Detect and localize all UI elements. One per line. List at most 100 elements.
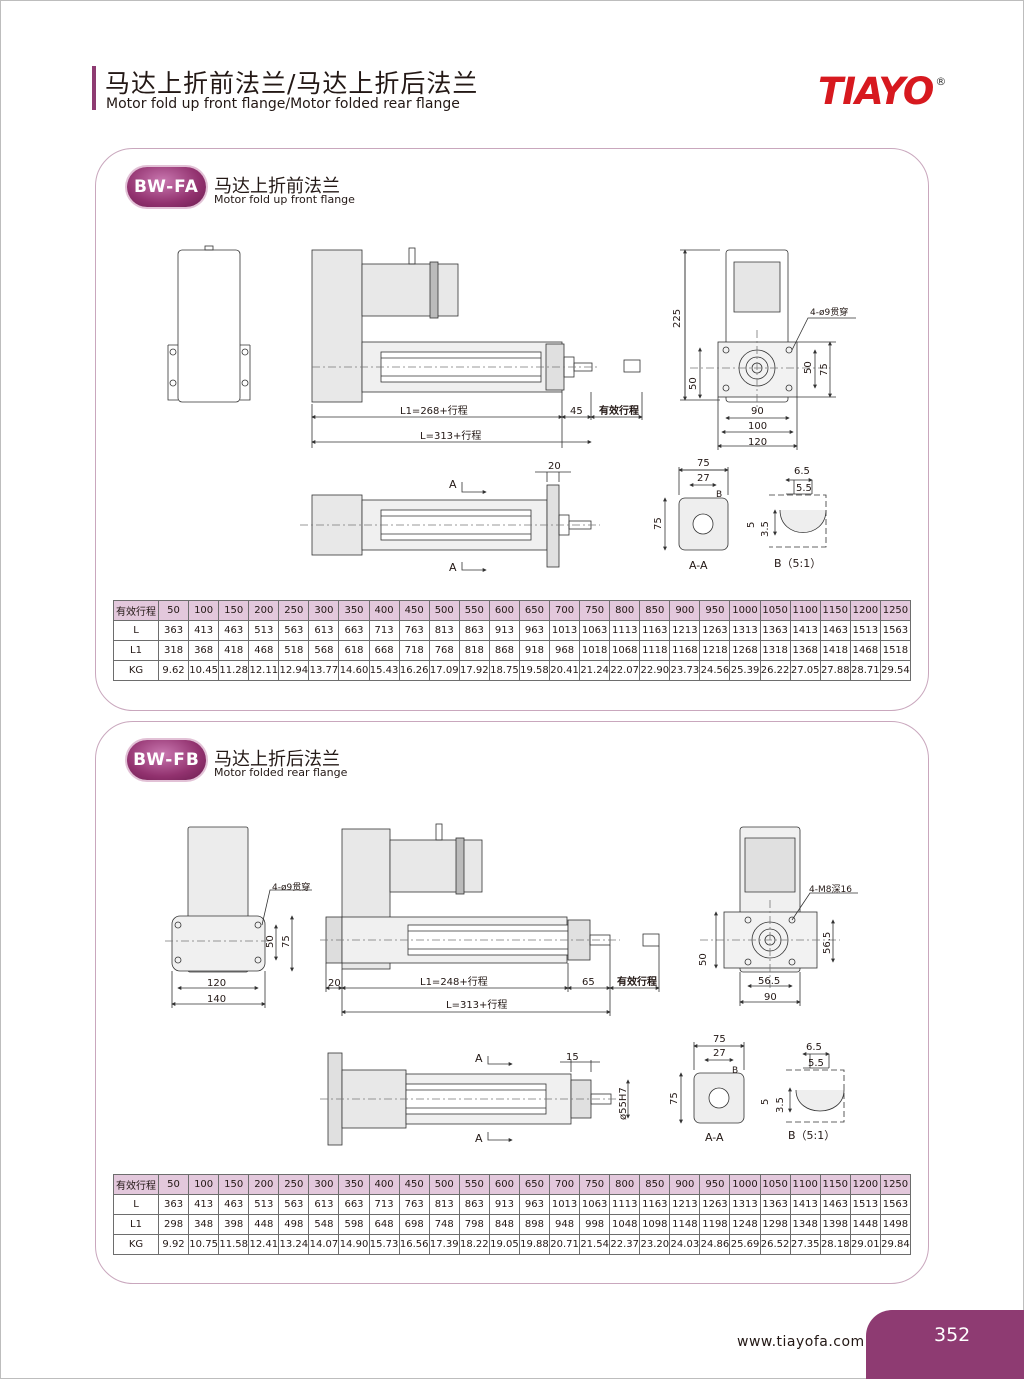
fb-b-6-5: 6.5: [806, 1042, 822, 1053]
table-cell: 413: [188, 620, 220, 641]
fb-side-view: [165, 826, 312, 1008]
fb-section-a-top: A: [475, 1052, 483, 1065]
table-cell: 363: [157, 1194, 190, 1215]
table-cell: 1563: [879, 620, 912, 641]
fb-dim-l: L=313+行程: [446, 998, 507, 1011]
fa-dim-l: L=313+行程: [420, 429, 481, 442]
fb-dim-140: 140: [207, 994, 226, 1005]
stroke-header-cell: 100: [188, 1174, 220, 1195]
table-cell: 913: [488, 1194, 520, 1215]
fa-front-view: [311, 247, 641, 403]
stroke-header-cell: 450: [398, 600, 430, 621]
table-cell: 813: [428, 1194, 460, 1215]
table-cell: 21.24: [579, 660, 611, 681]
fa-b-3-5: 3.5: [760, 521, 771, 537]
table-cell: 24.56: [699, 660, 731, 681]
fb-aa-75: 75: [713, 1034, 726, 1045]
table-cell: 1113: [609, 620, 641, 641]
fa-b-detail-label: B（5:1）: [774, 557, 821, 570]
fa-section-aa: [663, 467, 827, 551]
table-cell: 448: [248, 1214, 280, 1235]
table-cell: 548: [308, 1214, 340, 1235]
table-cell: 28.71: [849, 660, 881, 681]
stroke-header-cell: 400: [368, 600, 400, 621]
table-cell: 648: [368, 1214, 400, 1235]
fa-dim-120: 120: [748, 437, 767, 448]
table-cell: 1363: [759, 620, 791, 641]
section-fb-title-cn: 马达上折后法兰: [214, 749, 340, 770]
stroke-header-cell: 200: [248, 600, 280, 621]
table-cell: 298: [157, 1214, 190, 1235]
fb-aa-75-vertical: 75: [669, 1092, 680, 1105]
table-cell: 22.90: [639, 660, 671, 681]
table-cell: 20.71: [549, 1234, 581, 1255]
fb-holes-note: 4-ø9贯穿: [272, 881, 310, 893]
stroke-header-cell: 100: [188, 600, 220, 621]
table-cell: 23.73: [669, 660, 701, 681]
stroke-header-cell: 950: [699, 600, 731, 621]
fb-b-3-5: 3.5: [775, 1097, 786, 1113]
row-label: L1: [113, 1214, 159, 1235]
stroke-header-cell: 700: [549, 1174, 581, 1195]
stroke-header-cell: 300: [308, 1174, 340, 1195]
table-cell: 568: [308, 640, 340, 661]
fb-dim-l1: L1=248+行程: [420, 975, 488, 988]
fa-b-5: 5: [746, 522, 757, 528]
panel-bw-fb: [95, 721, 929, 1284]
table-cell: 14.90: [338, 1234, 370, 1255]
table-cell: 698: [398, 1214, 430, 1235]
table-cell: 1163: [639, 620, 671, 641]
stroke-header-cell: 850: [639, 1174, 671, 1195]
stroke-header-cell: 300: [308, 600, 340, 621]
fb-dim-56-5-vertical: 56.5: [822, 932, 833, 954]
table-cell: 748: [428, 1214, 460, 1235]
stroke-header-cell: 950: [699, 1174, 731, 1195]
table-cell: 768: [428, 640, 460, 661]
fa-dim-100: 100: [748, 421, 767, 432]
table-cell: 11.58: [218, 1234, 250, 1255]
table-cell: 998: [579, 1214, 611, 1235]
table-cell: 27.88: [819, 660, 851, 681]
table-cell: 513: [248, 620, 280, 641]
stroke-header-cell: 800: [609, 600, 641, 621]
fa-end-view: [680, 249, 856, 450]
stroke-header-cell: 600: [488, 1174, 520, 1195]
brand-logo: TIAYO®: [818, 70, 946, 113]
table-cell: 22.37: [609, 1234, 641, 1255]
table-cell: 1063: [579, 1194, 611, 1215]
table-cell: 963: [518, 1194, 551, 1215]
table-cell: 29.01: [849, 1234, 881, 1255]
fb-aa-b-mark: B: [732, 1066, 738, 1076]
fb-b-detail-label: B（5:1）: [788, 1129, 835, 1142]
table-cell: 1348: [789, 1214, 821, 1235]
table-cell: 948: [549, 1214, 581, 1235]
fb-top-view: [320, 1052, 630, 1146]
table-cell: 29.54: [879, 660, 912, 681]
table-cell: 1448: [849, 1214, 881, 1235]
table-cell: 963: [518, 620, 551, 641]
table-cell: 968: [549, 640, 581, 661]
fb-dim-90: 90: [764, 992, 777, 1003]
fb-aa-label: A-A: [705, 1131, 724, 1144]
table-cell: 16.56: [398, 1234, 430, 1255]
table-cell: 518: [278, 640, 310, 661]
table-cell: 1463: [819, 620, 851, 641]
table-cell: 613: [308, 1194, 340, 1215]
stroke-header-cell: 1050: [759, 1174, 791, 1195]
stroke-header-cell: 50: [157, 600, 190, 621]
table-cell: 1018: [579, 640, 611, 661]
fa-front-dimensions: [311, 392, 643, 448]
fa-holes-note: 4-ø9贯穿: [810, 306, 848, 318]
table-cell: 913: [488, 620, 520, 641]
table-cell: 463: [218, 620, 250, 641]
stroke-header-cell: 900: [669, 1174, 701, 1195]
table-cell: 1498: [879, 1214, 912, 1235]
table-cell: 1013: [549, 620, 581, 641]
table-cell: 1513: [849, 620, 881, 641]
table-cell: 1098: [639, 1214, 671, 1235]
row-label: L1: [113, 640, 159, 661]
fb-section-a-bottom: A: [475, 1132, 483, 1145]
